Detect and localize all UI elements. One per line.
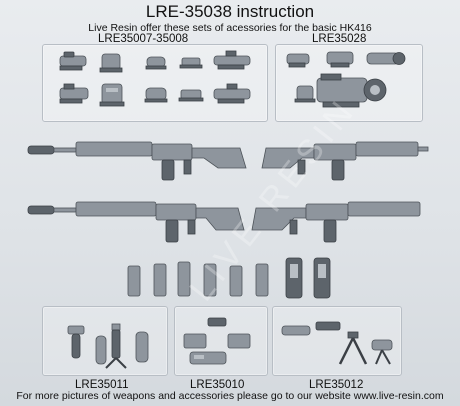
nv-clip-on: [294, 85, 316, 103]
nv-monocular: [366, 52, 406, 65]
optics-set-illustration: [59, 50, 251, 107]
optic-red-dot-2: [144, 87, 168, 103]
lasers-set-illustration: [183, 317, 251, 365]
optic-sight-2: [178, 89, 204, 102]
optic-scope-1: [59, 51, 87, 71]
page-subtitle: Live Resin offer these sets of acessorie…: [88, 22, 372, 34]
bipods-set-illustration: [281, 321, 393, 365]
optic-scope-2: [99, 53, 123, 73]
rifle-suppressed-bottom-left: [27, 201, 245, 243]
optic-sight-1: [179, 57, 203, 69]
nv-thermal-sight: [316, 73, 387, 108]
nv-optic-small-1: [286, 53, 310, 68]
footer-note: For more pictures of weapons and accesso…: [16, 390, 444, 402]
set-label-night-vision: LRE35028: [312, 33, 367, 45]
set-label-bipods: LRE35012: [309, 379, 364, 391]
page-title: LRE-35038 instruction: [145, 2, 315, 21]
rifles-illustration: [27, 141, 429, 243]
rifle-bottom-right: [251, 201, 421, 243]
magazines-illustration: [127, 257, 331, 299]
optic-acog-1: [213, 50, 251, 70]
rifle-suppressed-top-left: [27, 141, 247, 181]
optic-scope-3: [59, 83, 89, 104]
set-label-optics: LRE35007-35008: [98, 33, 189, 45]
rifle-short-top-right: [261, 141, 429, 181]
optic-scope-4: [99, 83, 125, 107]
nv-optic-small-2: [326, 51, 354, 68]
set-label-grips: LRE35011: [75, 379, 129, 391]
grips-set-illustration: [67, 323, 149, 369]
set-label-lasers: LRE35010: [190, 379, 245, 391]
optic-red-dot-1: [145, 56, 167, 70]
optic-acog-2: [213, 83, 251, 104]
night-vision-set-illustration: [286, 51, 406, 108]
